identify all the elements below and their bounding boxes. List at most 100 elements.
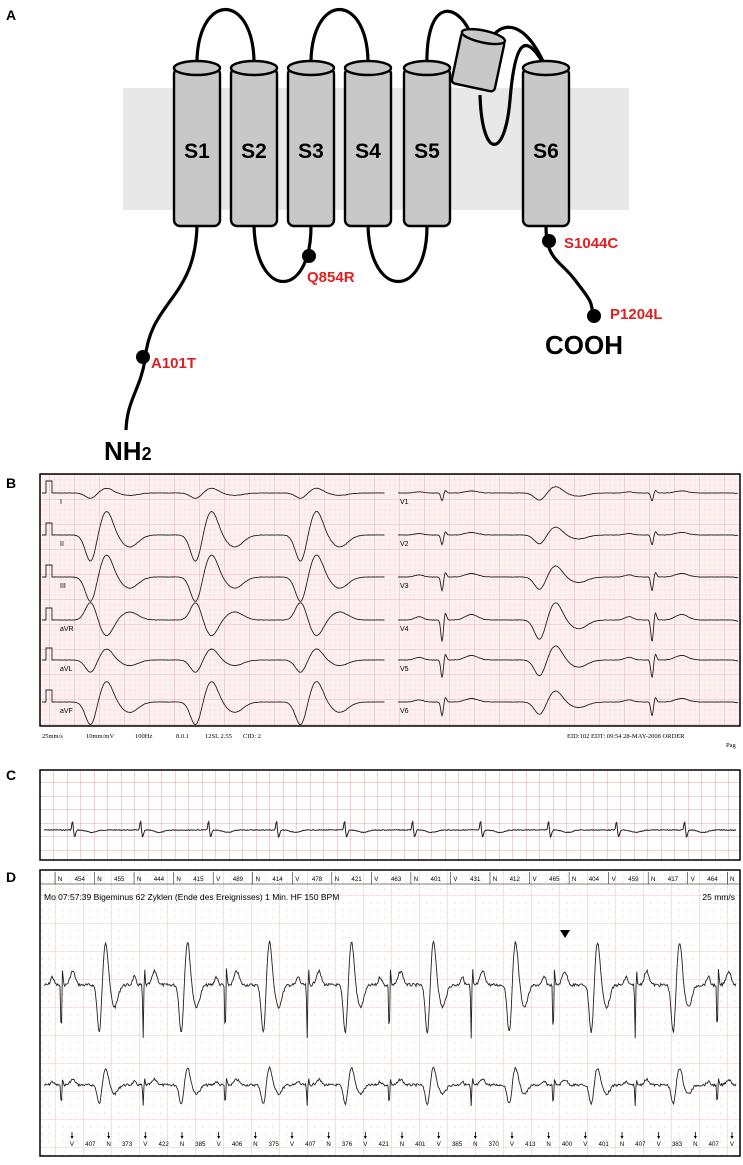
footer-right: EID:102 EDT: 09:54 28-MAY-2008 ORDER xyxy=(567,733,685,740)
panel-c-grid xyxy=(39,769,741,861)
beat-arrow-head xyxy=(107,1136,111,1139)
footer-speed: 25mm/s xyxy=(42,733,63,740)
segment-s4: S4 xyxy=(343,59,393,228)
panel-d-header: Mo 07:57:39 Bigeminus 62 Zyklen (Ende de… xyxy=(44,892,339,902)
footer-program: 12SL 2.55 xyxy=(205,733,232,740)
mutation-dot-p1204l xyxy=(587,309,601,323)
beat-arrow-head xyxy=(70,1136,74,1139)
top-annotation: 465 xyxy=(549,876,560,883)
bottom-annotation: V xyxy=(657,1141,662,1148)
loop-s3-s4 xyxy=(309,8,370,69)
lead-label-v5: V5 xyxy=(400,666,409,673)
bottom-annotation: N xyxy=(180,1141,184,1148)
mutation-dot-q854r xyxy=(302,249,316,263)
top-annotation: N xyxy=(572,876,576,883)
beat-arrow-head xyxy=(437,1136,441,1139)
bottom-annotation: V xyxy=(583,1141,588,1148)
loop-s4-s5 xyxy=(366,225,429,283)
bottom-annotation: V xyxy=(143,1141,148,1148)
bottom-annotation: N xyxy=(106,1141,110,1148)
beat-arrow-head xyxy=(620,1136,624,1139)
footer-page: Pag xyxy=(726,742,737,749)
loop-s1-s2 xyxy=(195,8,256,69)
bottom-annotation: 370 xyxy=(489,1141,500,1148)
top-annotation: N xyxy=(58,876,62,883)
n-terminal-tail xyxy=(124,225,199,431)
bottom-annotation: N xyxy=(326,1141,330,1148)
bottom-annotation: 401 xyxy=(415,1141,426,1148)
segment-s3: S3 xyxy=(286,59,336,228)
lead-trace-avl xyxy=(54,648,385,673)
lead-trace-v1 xyxy=(398,486,739,502)
n-terminus-base: NH xyxy=(104,436,142,466)
top-annotation: 463 xyxy=(391,876,402,883)
footer-cid: CID: 2 xyxy=(243,733,261,740)
lead-trace-v4 xyxy=(398,602,739,642)
top-annotation: 412 xyxy=(510,876,521,883)
pore-helix xyxy=(450,27,507,93)
lead-label-v6: V6 xyxy=(400,708,409,715)
lead-label-i: I xyxy=(60,499,62,506)
bottom-annotation: N xyxy=(693,1141,697,1148)
beat-arrow-head xyxy=(327,1136,331,1139)
beat-arrow-head xyxy=(217,1136,221,1139)
top-annotation: N xyxy=(137,876,141,883)
lead-trace-v3 xyxy=(398,565,739,593)
mutation-labels: A101T Q854R S1044C P1204L xyxy=(151,235,663,372)
bottom-annotation: 385 xyxy=(195,1141,206,1148)
top-annotation: N xyxy=(176,876,180,883)
segment-s1: S1 xyxy=(172,59,222,228)
top-annotation: 401 xyxy=(431,876,442,883)
calibration-pulse xyxy=(42,564,54,578)
segment-label-s6: S6 xyxy=(533,140,559,163)
top-annotation: 415 xyxy=(193,876,204,883)
lead-label-avl: aVL xyxy=(60,666,73,673)
bottom-annotation: 400 xyxy=(562,1141,573,1148)
bottom-annotation: 407 xyxy=(305,1141,316,1148)
segment-s2: S2 xyxy=(229,59,279,228)
beat-arrow-head xyxy=(657,1136,661,1139)
panel-d-speed: 25 mm/s xyxy=(702,892,735,902)
mutation-dot-a101t xyxy=(136,350,150,364)
footer-version: 8.0.1 xyxy=(176,733,189,740)
beat-arrow-head xyxy=(583,1136,587,1139)
lead-trace-ii xyxy=(54,510,385,562)
top-annotation: 478 xyxy=(312,876,323,883)
top-annotation: 464 xyxy=(707,876,718,883)
footer-filter: 100Hz xyxy=(135,733,152,740)
segment-label-s4: S4 xyxy=(355,140,381,163)
lead-label-v1: V1 xyxy=(400,499,409,506)
segment-label-s2: S2 xyxy=(241,140,267,163)
lead-trace-iii xyxy=(54,554,385,603)
calibration-pulse xyxy=(42,607,54,621)
segment-label-s5: S5 xyxy=(414,140,440,163)
footer-gain: 10mm/mV xyxy=(86,733,114,740)
top-annotation: N xyxy=(730,876,734,883)
calibration-pulse xyxy=(42,480,54,494)
bottom-annotation: 376 xyxy=(342,1141,353,1148)
mutation-label-s1044c: S1044C xyxy=(564,235,618,252)
bottom-annotation: 407 xyxy=(85,1141,96,1148)
top-annotation: V xyxy=(216,876,221,883)
transmembrane-segments: S1 S2 S3 S4 S5 S6 xyxy=(172,59,571,228)
beat-arrow-head xyxy=(547,1136,551,1139)
mutation-dot-s1044c xyxy=(542,234,556,248)
bottom-annotation: 401 xyxy=(599,1141,610,1148)
top-annotation: 455 xyxy=(114,876,125,883)
top-annotation: N xyxy=(255,876,259,883)
bottom-annotation: 373 xyxy=(122,1141,133,1148)
top-annotation: 444 xyxy=(154,876,165,883)
bottom-annotation: V xyxy=(437,1141,442,1148)
top-annotation: 489 xyxy=(233,876,244,883)
top-annotation: V xyxy=(612,876,617,883)
beat-arrow-head xyxy=(510,1136,514,1139)
top-annotation: 414 xyxy=(272,876,283,883)
panel-d-letter: D xyxy=(6,869,16,885)
bottom-annotation: 421 xyxy=(379,1141,390,1148)
segment-s6: S6 xyxy=(521,59,571,228)
top-annotation: N xyxy=(493,876,497,883)
calibration-pulse xyxy=(42,647,54,661)
mutation-label-q854r: Q854R xyxy=(307,269,355,286)
bottom-annotation: 406 xyxy=(232,1141,243,1148)
